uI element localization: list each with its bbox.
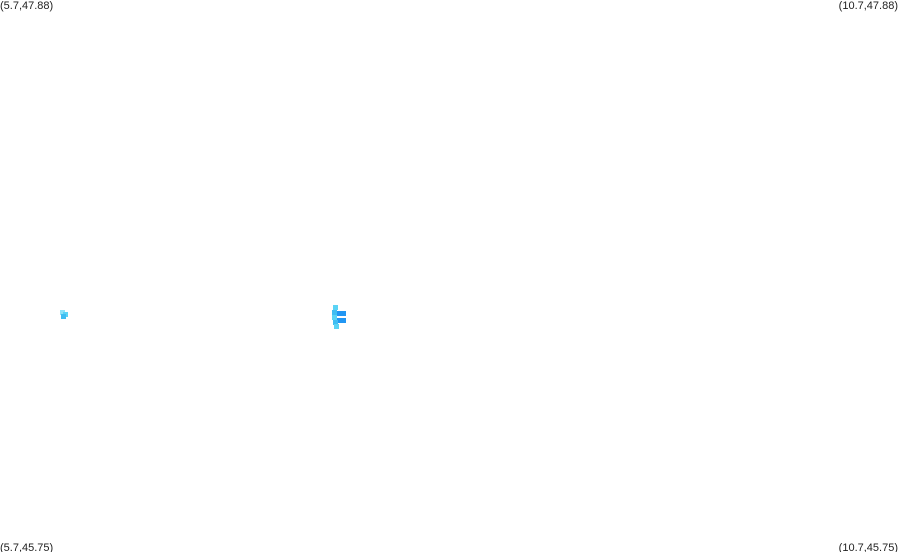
data-cluster-central [332,305,348,330]
data-cell [333,320,338,325]
data-cell [337,311,346,316]
data-cell [332,310,337,315]
data-cell [337,318,346,323]
corner-coordinate-bottom-left: (5.7,45.75) [0,542,54,552]
data-cell [334,324,339,329]
data-cluster-west [60,310,70,320]
data-cell [333,305,338,310]
data-cell [332,315,337,320]
corner-coordinate-top-right: (10.7,47.88) [838,0,898,12]
corner-coordinate-bottom-right: (10.7,45.75) [838,542,898,552]
data-cell [60,310,65,315]
data-cell [61,314,66,319]
corner-coordinate-top-left: (5.7,47.88) [0,0,54,12]
